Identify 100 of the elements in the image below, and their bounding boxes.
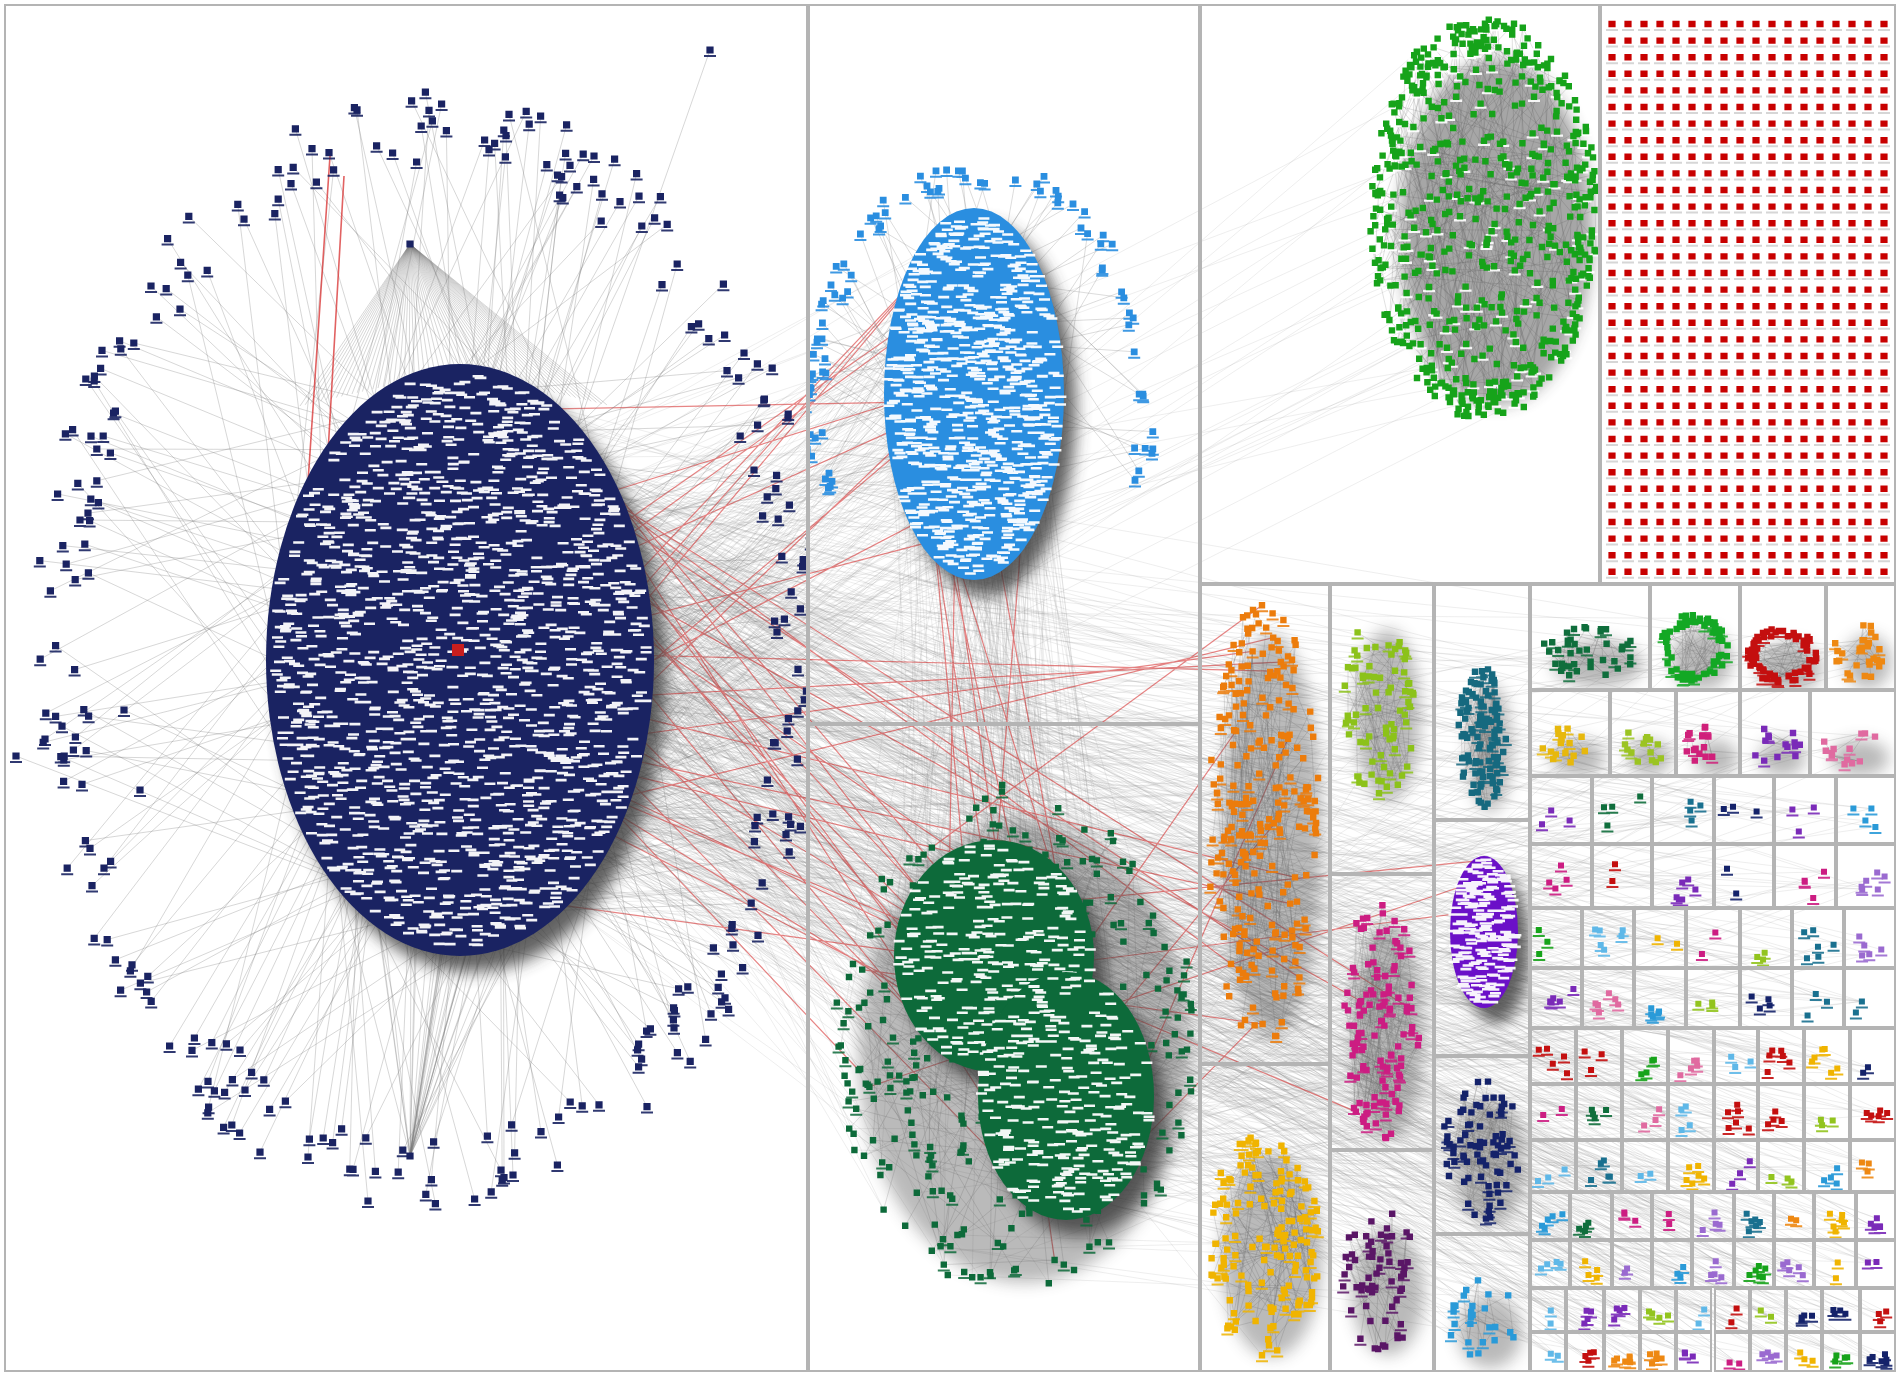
network-cluster-panel [1575, 1140, 1622, 1192]
network-cluster-panel [1692, 1240, 1734, 1288]
network-cluster-panel [1530, 1140, 1576, 1192]
network-cluster-panel [1575, 1084, 1622, 1140]
network-cluster-panel [1634, 908, 1687, 968]
network-cluster-panel [1850, 1028, 1896, 1084]
network-cluster-panel [1713, 1084, 1759, 1140]
network-cluster-panel [1786, 1288, 1823, 1332]
network-cluster-panel [1804, 1028, 1851, 1084]
network-cluster-panel [1603, 1288, 1640, 1332]
network-cluster-panel [1850, 1084, 1896, 1140]
network-cluster-panel [808, 4, 1200, 724]
network-cluster-panel [1330, 874, 1434, 1150]
network-cluster-panel [1713, 1028, 1759, 1084]
network-cluster-panel [1667, 1084, 1713, 1140]
network-cluster-panel [4, 4, 808, 1372]
network-cluster-panel [1566, 1288, 1604, 1332]
network-cluster-panel [1713, 1332, 1750, 1372]
network-cluster-panel [1600, 4, 1896, 584]
network-cluster-panel [1814, 1240, 1856, 1288]
network-cluster-panel [1530, 1332, 1567, 1372]
network-cluster-panel [1652, 1192, 1693, 1240]
network-cluster-panel [1530, 1028, 1576, 1084]
network-cluster-panel [1200, 1064, 1330, 1372]
network-cluster-panel [1843, 968, 1896, 1028]
network-cluster-panel [1804, 1084, 1851, 1140]
network-cluster-panel [1749, 1288, 1787, 1332]
network-cluster-panel [1713, 1288, 1750, 1332]
network-cluster-panel [1859, 1288, 1896, 1332]
network-cluster-panel [1791, 968, 1844, 1028]
network-cluster-panel [1835, 776, 1896, 844]
network-cluster-panel [1530, 1192, 1571, 1240]
network-cluster-panel [1575, 1028, 1622, 1084]
network-cluster-panel [1822, 1288, 1860, 1332]
network-cluster-panel [1774, 1192, 1815, 1240]
network-cluster-panel [1676, 690, 1740, 776]
network-cluster-panel [1330, 1150, 1434, 1372]
network-cluster-panel [1786, 1332, 1823, 1372]
network-cluster-panel [1739, 908, 1792, 968]
network-cluster-panel [1713, 776, 1774, 844]
network-cluster-panel [1814, 1192, 1856, 1240]
network-cluster-panel [1650, 584, 1740, 690]
network-cluster-panel [1621, 1140, 1668, 1192]
network-cluster-panel [1676, 1288, 1713, 1332]
network-cluster-panel [1530, 1288, 1567, 1332]
network-cluster-panel [1758, 1140, 1805, 1192]
network-cluster-panel [1610, 690, 1676, 776]
network-cluster-panel [1639, 1288, 1677, 1332]
network-cluster-panel [1686, 968, 1740, 1028]
network-cluster-panel [1692, 1192, 1734, 1240]
network-cluster-panel [1530, 584, 1650, 690]
network-cluster-panel [1530, 776, 1591, 844]
network-cluster-panel [1634, 968, 1687, 1028]
network-cluster-panel [1733, 1192, 1774, 1240]
network-cluster-panel [1566, 1332, 1604, 1372]
network-cluster-panel [1591, 776, 1652, 844]
network-cluster-panel [1530, 908, 1583, 968]
network-cluster-panel [1791, 908, 1844, 968]
network-cluster-panel [1603, 1332, 1640, 1372]
network-cluster-panel [1591, 844, 1652, 908]
network-cluster-panel [1530, 844, 1591, 908]
network-cluster-panel [1859, 1332, 1896, 1372]
network-cluster-panel [1850, 1140, 1896, 1192]
network-cluster-panel [1434, 584, 1530, 820]
network-cluster-panel [1434, 820, 1530, 1056]
network-cluster-panel [1200, 4, 1600, 584]
network-cluster-panel [1330, 584, 1434, 874]
network-cluster-panel [1570, 1192, 1612, 1240]
network-cluster-panel [1713, 844, 1774, 908]
network-cluster-panel [1530, 1084, 1576, 1140]
network-cluster-panel [1667, 1140, 1713, 1192]
network-cluster-panel [1434, 1234, 1530, 1372]
network-cluster-panel [1749, 1332, 1787, 1372]
network-cluster-panel [1570, 1240, 1612, 1288]
network-cluster-panel [1804, 1140, 1851, 1192]
network-cluster-panel [1611, 1192, 1652, 1240]
network-cluster-panel [1843, 908, 1896, 968]
network-cluster-panel [1758, 1028, 1805, 1084]
network-cluster-panel [1835, 844, 1896, 908]
network-cluster-panel [1774, 776, 1835, 844]
network-cluster-panel [1740, 584, 1826, 690]
network-cluster-panel [1667, 1028, 1713, 1084]
network-cluster-panel [1774, 844, 1835, 908]
network-cluster-panel [1713, 1140, 1759, 1192]
network-cluster-panel [1530, 968, 1583, 1028]
network-cluster-panel [808, 724, 1200, 1372]
network-cluster-panel [1530, 690, 1610, 776]
network-cluster-panel [1740, 690, 1810, 776]
network-cluster-panel [1774, 1240, 1815, 1288]
network-cluster-panel [1611, 1240, 1652, 1288]
network-cluster-panel [1686, 908, 1740, 968]
network-cluster-panel [1652, 1240, 1693, 1288]
network-cluster-panel [1826, 584, 1896, 690]
network-cluster-panel [1530, 1240, 1571, 1288]
network-cluster-panel [1855, 1240, 1896, 1288]
network-cluster-panel [1810, 690, 1896, 776]
network-cluster-panel [1621, 1084, 1668, 1140]
network-cluster-panel [1652, 844, 1713, 908]
network-cluster-panel [1758, 1084, 1805, 1140]
network-cluster-panel [1822, 1332, 1860, 1372]
